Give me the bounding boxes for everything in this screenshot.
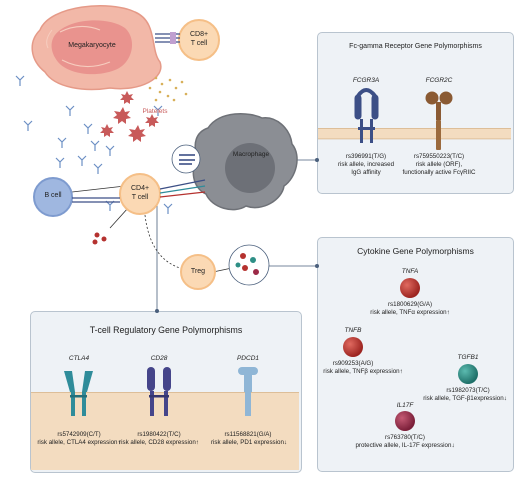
cd8-label-line1: CD8+ xyxy=(189,31,209,38)
arrow-cd4-cytokines xyxy=(109,207,129,229)
fcgr3a-snp: rs396991(T/G) xyxy=(345,153,387,160)
tgfb1-sphere xyxy=(458,364,478,384)
il17f-sphere xyxy=(395,411,415,431)
tnfb-sphere xyxy=(343,337,363,357)
tnfb-snp: rs909253(A/G) xyxy=(332,360,374,367)
tgfb1-gene-label: TGFB1 xyxy=(457,354,479,361)
cd28-desc-text: risk allele, CD28 expression xyxy=(119,439,196,446)
il17f-desc-text: protective allele, IL-17F expression xyxy=(355,442,452,449)
pdcd1-snp: rs11568821(G/A) xyxy=(224,431,272,438)
fc-gamma-panel: Fc-gamma Receptor Gene Polymorphisms xyxy=(317,32,514,194)
bcell-cd4-receptors xyxy=(72,197,120,203)
cd8-t-cell xyxy=(178,19,220,61)
cd4-label-line2: T cell xyxy=(131,194,149,201)
tnfb-gene-label: TNFB xyxy=(344,327,362,334)
cd8-label-line2: T cell xyxy=(190,40,208,47)
tnfa-snp: rs1800629(G/A) xyxy=(387,301,433,308)
fc-gamma-panel-title: Fc-gamma Receptor Gene Polymorphisms xyxy=(349,43,482,50)
tnfb-desc-text: risk allele, TNFβ expression xyxy=(323,368,400,375)
cd28-arrow: ↑ xyxy=(195,439,199,446)
ctla4-arrow: ↑ xyxy=(117,439,121,446)
macrophage xyxy=(192,113,298,211)
treg-label: Treg xyxy=(190,268,206,275)
ctla4-gene-label: CTLA4 xyxy=(68,355,90,362)
cd28-receptor xyxy=(147,367,171,416)
ctla4-desc-text: risk allele, CTLA4 expression xyxy=(37,439,118,446)
tnfa-arrow: ↑ xyxy=(446,309,450,316)
cd4-label-line1: CD4+ xyxy=(130,185,150,192)
cd8-receptor-block xyxy=(170,32,176,44)
zoom-receptor-icon xyxy=(179,154,195,165)
b-cell xyxy=(33,177,73,217)
cd4-cytokine-dots xyxy=(92,232,107,245)
tnfa-desc-text: risk allele, TNFα expression xyxy=(370,309,447,316)
megakaryocyte-cd8-receptors xyxy=(155,33,180,43)
fcgr2c-desc2: functionally active FcγRIIC xyxy=(402,169,476,176)
fc-membrane xyxy=(318,128,511,139)
tcell-panel-title: T-cell Regulatory Gene Polymorphisms xyxy=(89,325,243,335)
fcgr2c-desc1: risk allele (ORF), xyxy=(415,161,463,168)
cd28-desc: risk allele, CD28 expression↑ xyxy=(115,439,203,447)
pdcd1-desc-text: risk allele, PD1 expression xyxy=(211,439,284,446)
pdcd1-arrow: ↓ xyxy=(283,439,287,446)
connector-dot-cytokine xyxy=(315,264,319,268)
cd4-t-cell xyxy=(119,173,161,215)
pdcd1-desc: risk allele, PD1 expression↓ xyxy=(205,439,293,447)
cytokine-zoom-dots xyxy=(235,253,259,275)
fcgr2c-snp: rs759550223(T/C) xyxy=(413,153,465,160)
arrow-cd4-bcell xyxy=(71,185,126,193)
cytokine-panel-title: Cytokine Gene Polymorphisms xyxy=(357,246,474,256)
tgfb1-desc-text: risk allele, TGF-β1expression xyxy=(423,395,504,402)
fc-membrane-line-top xyxy=(318,128,511,129)
il17f-arrow: ↓ xyxy=(451,442,455,449)
cd28-gene-label: CD28 xyxy=(150,355,168,362)
cd4-macrophage-receptors xyxy=(159,179,206,198)
platelets xyxy=(100,91,159,142)
il17f-gene-label: IL17F xyxy=(396,402,414,409)
fc-membrane-line-bottom xyxy=(318,138,511,140)
macrophage-receptor-zoom xyxy=(171,144,201,174)
antibodies xyxy=(15,75,173,214)
platelets-label: Platelets xyxy=(142,108,168,115)
ctla4-desc: risk allele, CTLA4 expression↑ xyxy=(34,439,124,447)
granule-dots xyxy=(148,76,188,102)
treg-cell xyxy=(180,254,216,290)
tgfb1-snp: rs1982073(T/C) xyxy=(446,387,490,394)
megakaryocyte xyxy=(31,5,162,91)
fcgr2c-gene-label: FCGR2C xyxy=(425,77,453,84)
fcgr3a-desc1: risk allele, increased xyxy=(337,161,395,168)
fcgr3a-receptor xyxy=(354,88,379,143)
cytokine-zoom xyxy=(228,244,270,286)
ctla4-receptor xyxy=(64,371,93,416)
macrophage-label: Macrophage xyxy=(232,151,270,158)
pdcd1-gene-label: PDCD1 xyxy=(236,355,260,362)
pdcd1-receptor xyxy=(238,367,258,416)
fcgr3a-gene-label: FCGR3A xyxy=(352,77,380,84)
tnfa-gene-label: TNFA xyxy=(401,268,419,275)
tnfb-arrow: ↑ xyxy=(399,368,403,375)
tgfb1-desc: risk allele, TGF-β1expression↓ xyxy=(418,395,512,403)
tnfb-desc: risk allele, TNFβ expression↑ xyxy=(318,368,408,376)
il17f-desc: protective allele, IL-17F expression↓ xyxy=(347,442,463,450)
fcgr3a-desc2: IgG affinity xyxy=(351,169,381,176)
arrow-treg-cytokines xyxy=(212,267,233,273)
ctla4-snp: rs5742909(C/T) xyxy=(57,431,101,438)
megakaryocyte-label: Megakaryocyte xyxy=(68,42,116,49)
b-cell-label: B cell xyxy=(44,192,62,199)
dashed-arrow-cd4-treg xyxy=(144,214,181,269)
tnfa-sphere xyxy=(400,278,420,298)
connector-dot-fc xyxy=(315,158,319,162)
il17f-snp: rs763780(T/C) xyxy=(385,434,425,441)
cd28-snp: rs1980422(T/C) xyxy=(137,431,181,438)
tnfa-desc: risk allele, TNFα expression↑ xyxy=(365,309,455,317)
connector-dot-tcell xyxy=(155,309,159,313)
fcgr2c-receptor xyxy=(425,91,453,150)
tgfb1-arrow: ↓ xyxy=(503,395,507,402)
